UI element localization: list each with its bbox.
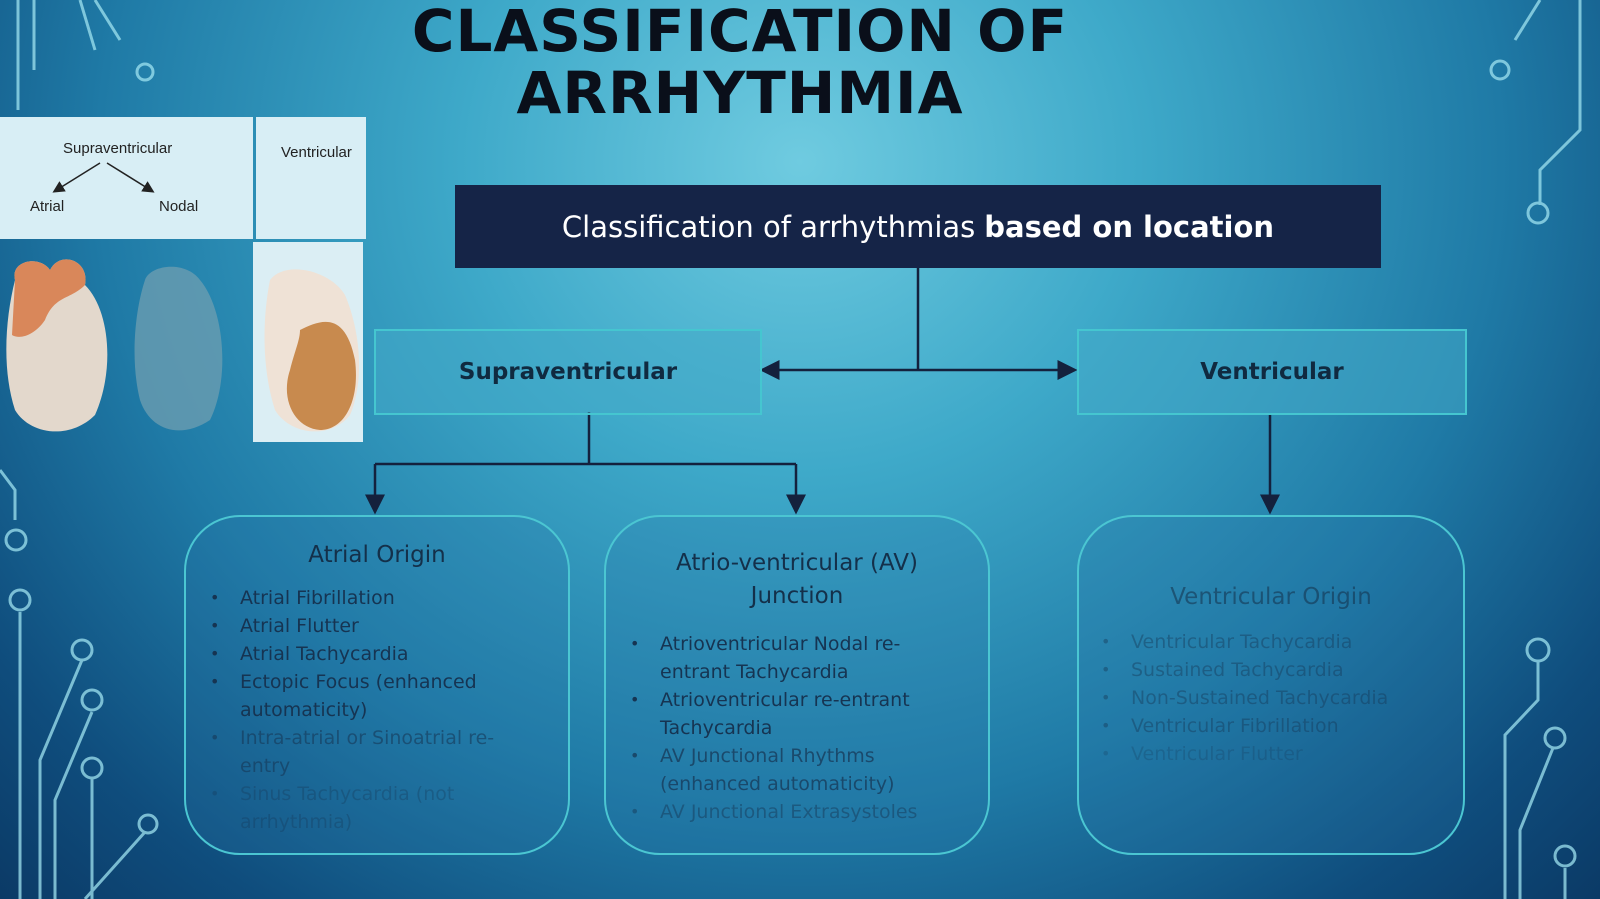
atrial-origin-list: Atrial Fibrillation Atrial Flutter Atria… [210, 584, 520, 836]
list-item: AV Junctional Extrasystoles [630, 798, 930, 826]
list-item: Ventricular Fibrillation [1101, 712, 1421, 740]
inset-atrial-label: Atrial [30, 198, 65, 215]
inset-arrows [52, 162, 155, 193]
ventricular-box: Ventricular [1077, 329, 1467, 415]
inset-supra-label-box [0, 117, 253, 239]
header-regular-text: Classification of arrhythmias [561, 209, 976, 244]
supraventricular-label: Supraventricular [458, 359, 678, 385]
list-item: Ectopic Focus (enhanced automaticity) [210, 668, 520, 724]
list-item: Ventricular Flutter [1101, 740, 1421, 768]
list-item: Atrial Tachycardia [210, 640, 520, 668]
atrial-origin-title: Atrial Origin [308, 542, 446, 568]
inset-ventricular-label: Ventricular [281, 144, 352, 161]
slide-title-line2: ARRHYTHMIA [516, 59, 964, 127]
ventricular-origin-list: Ventricular Tachycardia Sustained Tachyc… [1101, 628, 1421, 768]
heart-nodal-image [134, 266, 223, 431]
list-item: Sustained Tachycardia [1101, 656, 1421, 684]
list-item: Sinus Tachycardia (not arrhythmia) [210, 780, 520, 836]
inset-ventricular-label-box [256, 117, 366, 239]
list-item: AV Junctional Rhythms (enhanced automati… [630, 742, 930, 798]
list-item: Non-Sustained Tachycardia [1101, 684, 1421, 712]
av-junction-title-line2: Junction [750, 583, 844, 609]
av-junction-title-line1: Atrio-ventricular (AV) [676, 550, 918, 576]
heart-illustrations [6, 242, 363, 442]
list-item: Atrial Flutter [210, 612, 520, 640]
ventricular-origin-box: Ventricular Origin Ventricular Tachycard… [1077, 515, 1465, 855]
slide-title: CLASSIFICATION OF ARRHYTHMIA [400, 0, 1080, 124]
list-item: Ventricular Tachycardia [1101, 628, 1421, 656]
ventricular-origin-title: Ventricular Origin [1170, 584, 1372, 610]
ventricular-label: Ventricular [1200, 359, 1344, 385]
inset-nodal-label: Nodal [159, 198, 199, 215]
list-item: Intra-atrial or Sinoatrial re-entry [210, 724, 520, 780]
atrial-origin-box: Atrial Origin Atrial Fibrillation Atrial… [184, 515, 570, 855]
header-bold-text: based on location [984, 209, 1275, 244]
av-junction-box: Atrio-ventricular (AV) Junction Atrioven… [604, 515, 990, 855]
inset-supraventricular-label: Supraventricular [63, 140, 173, 157]
list-item: Atrial Fibrillation [210, 584, 520, 612]
slide-title-line1: CLASSIFICATION OF [411, 0, 1069, 65]
supraventricular-box: Supraventricular [374, 329, 762, 415]
list-item: Atrioventricular re-entrant Tachycardia [630, 686, 930, 742]
av-junction-list: Atrioventricular Nodal re-entrant Tachyc… [630, 630, 930, 826]
heart-atrial-image [6, 259, 108, 432]
heart-ventricular-image [264, 269, 360, 432]
classification-header: Classification of arrhythmias based on l… [455, 185, 1381, 268]
list-item: Atrioventricular Nodal re-entrant Tachyc… [630, 630, 930, 686]
